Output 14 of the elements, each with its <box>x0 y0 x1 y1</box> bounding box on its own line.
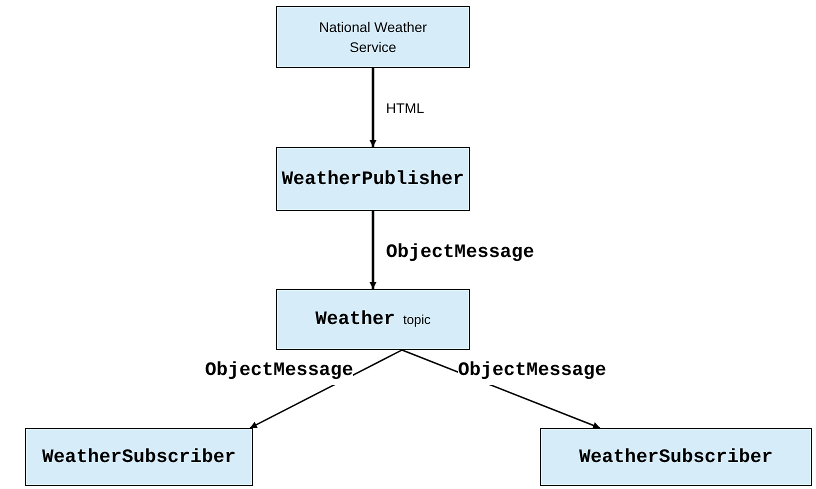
arrow <box>370 211 376 289</box>
process-box <box>276 289 470 350</box>
process-box <box>540 428 812 486</box>
box-text: WeatherSubscriber <box>42 444 236 470</box>
process-box <box>25 428 253 486</box>
process-box <box>276 147 470 211</box>
box-text: topic <box>403 310 431 329</box>
process-box <box>276 6 470 68</box>
box-text: Weather <box>315 307 396 332</box>
box-text: WeatherPublisher <box>282 166 464 192</box>
box-text: WeatherSubscriber <box>579 444 773 470</box>
arrow <box>370 68 376 147</box>
arrow <box>250 349 402 429</box>
box-text: National Weather Service <box>318 18 428 57</box>
